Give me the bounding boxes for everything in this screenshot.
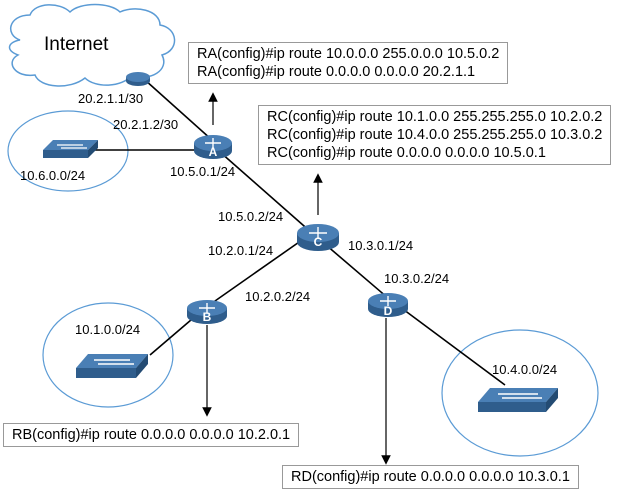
label-isp: 20.2.1.1/30 bbox=[78, 91, 144, 106]
lan-d-circle bbox=[441, 329, 599, 457]
isp-router-icon bbox=[126, 72, 150, 86]
router-b-icon bbox=[187, 300, 227, 324]
label-a-c: 10.5.0.1/24 bbox=[170, 164, 236, 179]
lan-a-circle bbox=[7, 110, 129, 192]
router-b-label: B bbox=[202, 310, 212, 324]
link-c-b bbox=[204, 232, 313, 309]
rd-command-box: RD(config)#ip route 0.0.0.0 0.0.0.0 10.3… bbox=[282, 465, 579, 489]
arrows bbox=[202, 92, 391, 465]
router-d-label: D bbox=[383, 304, 393, 318]
rb-command-line: RB(config)#ip route 0.0.0.0 0.0.0.0 10.2… bbox=[12, 427, 291, 443]
label-b-c: 10.2.0.2/24 bbox=[245, 289, 311, 304]
label-c-d: 10.3.0.1/24 bbox=[348, 238, 414, 253]
link-a-c bbox=[211, 144, 313, 234]
network-a-label: 10.6.0.0/24 bbox=[20, 168, 86, 183]
router-a-label: A bbox=[208, 145, 218, 159]
switch-d-icon bbox=[478, 388, 558, 412]
lan-b-circle bbox=[42, 302, 174, 408]
label-c-a: 10.5.0.2/24 bbox=[218, 209, 284, 224]
ra-command-line: RA(config)#ip route 0.0.0.0 0.0.0.0 20.2… bbox=[197, 64, 476, 80]
rb-command-box: RB(config)#ip route 0.0.0.0 0.0.0.0 10.2… bbox=[3, 423, 300, 447]
internet-cloud-icon bbox=[8, 3, 176, 87]
label-c-b: 10.2.0.1/24 bbox=[208, 243, 274, 258]
switch-b-icon bbox=[76, 354, 148, 378]
router-d-icon bbox=[368, 293, 408, 317]
internet-label: Internet bbox=[44, 34, 109, 55]
link-isp-a bbox=[144, 79, 213, 141]
rc-command-box: RC(config)#ip route 10.1.0.0 255.255.255… bbox=[258, 105, 612, 165]
label-a-wan: 20.2.1.2/30 bbox=[113, 117, 179, 132]
router-c-icon bbox=[297, 224, 339, 251]
ra-command-line: RA(config)#ip route 10.0.0.0 255.0.0.0 1… bbox=[197, 46, 500, 62]
rd-command-line: RD(config)#ip route 0.0.0.0 0.0.0.0 10.3… bbox=[291, 469, 570, 485]
router-c-label: C bbox=[313, 235, 323, 249]
rc-command-line: RC(config)#ip route 10.4.0.0 255.255.255… bbox=[267, 127, 603, 143]
rc-command-line: RC(config)#ip route 0.0.0.0 0.0.0.0 10.5… bbox=[267, 145, 546, 161]
ra-command-box: RA(config)#ip route 10.0.0.0 255.0.0.0 1… bbox=[188, 42, 509, 84]
router-a-icon bbox=[194, 135, 232, 159]
links bbox=[95, 79, 506, 386]
network-b-label: 10.1.0.0/24 bbox=[75, 322, 141, 337]
rc-command-line: RC(config)#ip route 10.1.0.0 255.255.255… bbox=[267, 109, 603, 125]
label-d-c: 10.3.0.2/24 bbox=[384, 271, 450, 286]
network-d-label: 10.4.0.0/24 bbox=[492, 362, 558, 377]
link-d-lan bbox=[387, 297, 506, 386]
switch-a-icon bbox=[43, 140, 98, 158]
